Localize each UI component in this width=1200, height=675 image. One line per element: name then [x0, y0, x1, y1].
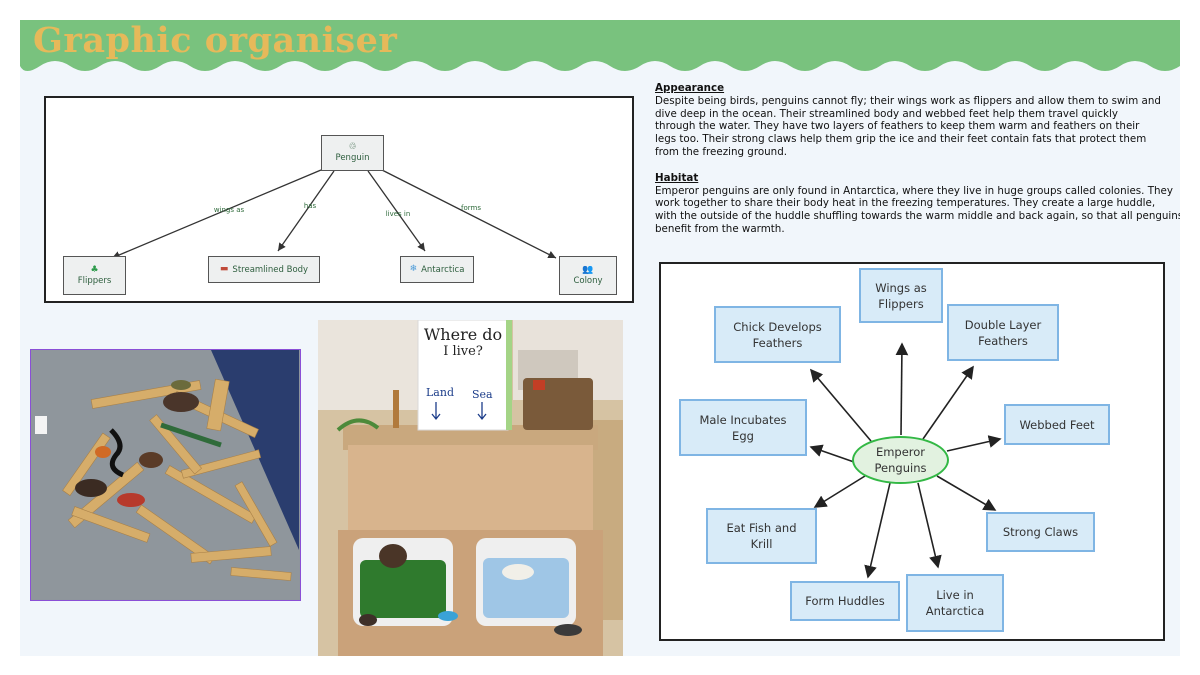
- sign-sea-label: Sea: [472, 388, 493, 401]
- mind-map-arrows: [809, 342, 1002, 579]
- photo-where-do-i-live: Where do I live? Land Sea: [318, 320, 623, 656]
- appearance-paragraph: Despite being birds, penguins cannot fly…: [655, 94, 1161, 158]
- mind-node-strong-claws: Strong Claws: [986, 512, 1095, 552]
- concept-node-root: ♲ Penguin: [321, 135, 384, 171]
- habitat-paragraph: Emperor penguins are only found in Antar…: [655, 184, 1180, 235]
- page-title: Graphic organiser: [33, 20, 398, 61]
- link-label-has: has: [303, 202, 317, 210]
- concept-map-connectors: [111, 169, 557, 259]
- concept-node-antarctica: ❄ Antarctica: [400, 256, 474, 283]
- leaf-icon: ♣: [90, 264, 99, 275]
- mind-node-webbed-feet: Webbed Feet: [1004, 404, 1110, 445]
- concept-node-colony: 👥 Colony: [559, 256, 617, 295]
- people-icon: 👥: [582, 264, 594, 275]
- habitat-heading: Habitat: [655, 171, 699, 184]
- appearance-heading: Appearance: [655, 82, 725, 94]
- title-banner: Graphic organiser: [20, 20, 1180, 80]
- sign-land-label: Land: [426, 386, 454, 399]
- text-section: Appearance Despite being birds, penguins…: [655, 82, 1180, 249]
- photo-illustration: [318, 320, 623, 656]
- snowflake-icon: ❄: [409, 264, 418, 274]
- concept-node-flippers: ♣ Flippers: [63, 256, 126, 295]
- concept-node-streamlined-body: ▬ Streamlined Body: [208, 256, 320, 283]
- photo-animals-on-blocks: [30, 349, 301, 601]
- mind-node-form-huddles: Form Huddles: [790, 581, 900, 621]
- link-label-lives-in: lives in: [385, 210, 411, 218]
- link-label-wings-as: wings as: [213, 206, 245, 214]
- slide: Graphic organiser ♲ Penguin wings as has…: [20, 20, 1180, 656]
- wavy-banner-shape: [20, 20, 1180, 71]
- recycle-icon: ♲: [348, 142, 357, 152]
- sign-title: Where do I live?: [423, 325, 503, 359]
- concept-node-label: Penguin: [335, 153, 370, 163]
- penguin-concept-map: ♲ Penguin wings as has lives in forms ♣ …: [44, 96, 634, 303]
- car-icon: ▬: [219, 264, 229, 274]
- photo-illustration: [31, 350, 299, 599]
- link-label-forms: forms: [461, 204, 481, 212]
